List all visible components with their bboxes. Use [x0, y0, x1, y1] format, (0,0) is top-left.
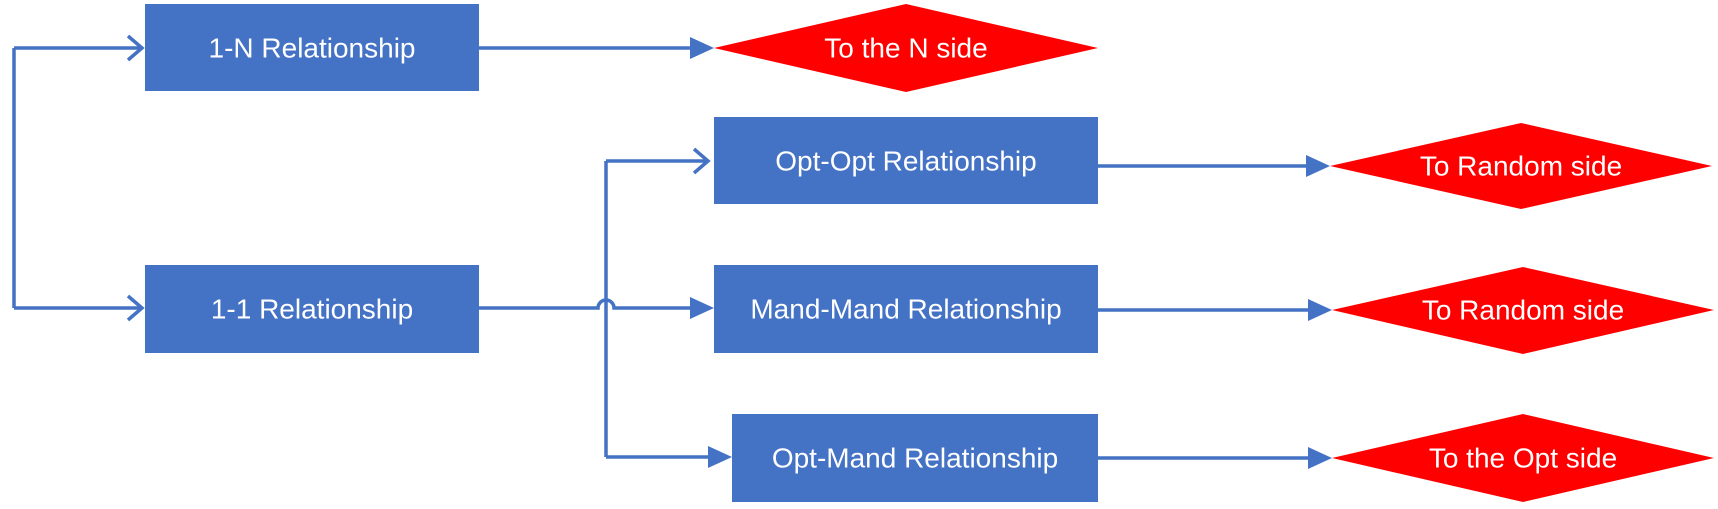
diamond-to-random-side-2: To Random side [1332, 267, 1714, 354]
arrowhead-to-11 [126, 294, 145, 322]
diamond-to-opt-side: To the Opt side [1332, 414, 1714, 502]
diamond-to-random-side-1: To Random side [1330, 123, 1712, 209]
arrowhead-to-1n [126, 34, 145, 62]
arrowhead-to-opt-side [1308, 447, 1332, 469]
diamond-to-random-side-1-label: To Random side [1420, 151, 1622, 182]
box-11-label: 1-1 Relationship [211, 294, 413, 325]
arrowhead-to-n-side [690, 37, 714, 59]
diamond-to-n-side: To the N side [714, 4, 1098, 92]
box-1n-relationship: 1-N Relationship [145, 4, 479, 91]
box-1n-label: 1-N Relationship [209, 33, 416, 64]
box-11-relationship: 1-1 Relationship [145, 265, 479, 353]
connector-11-to-mand-mand [479, 298, 694, 310]
arrowhead-to-opt-opt [692, 147, 711, 175]
diamond-to-opt-side-label: To the Opt side [1429, 443, 1617, 474]
diamond-to-random-side-2-label: To Random side [1422, 295, 1624, 326]
arrowhead-to-mand-mand [690, 297, 714, 319]
box-opt-mand-label: Opt-Mand Relationship [772, 443, 1058, 474]
box-opt-mand-relationship: Opt-Mand Relationship [732, 414, 1098, 502]
box-mand-mand-label: Mand-Mand Relationship [750, 294, 1061, 325]
box-mand-mand-relationship: Mand-Mand Relationship [714, 265, 1098, 353]
box-opt-opt-relationship: Opt-Opt Relationship [714, 117, 1098, 204]
arrowhead-to-random-1 [1306, 155, 1330, 177]
connectors [12, 34, 1332, 469]
diamond-to-n-side-label: To the N side [824, 33, 987, 64]
box-opt-opt-label: Opt-Opt Relationship [775, 146, 1036, 177]
arrowhead-to-random-2 [1308, 299, 1332, 321]
arrowhead-to-opt-mand [708, 446, 732, 468]
